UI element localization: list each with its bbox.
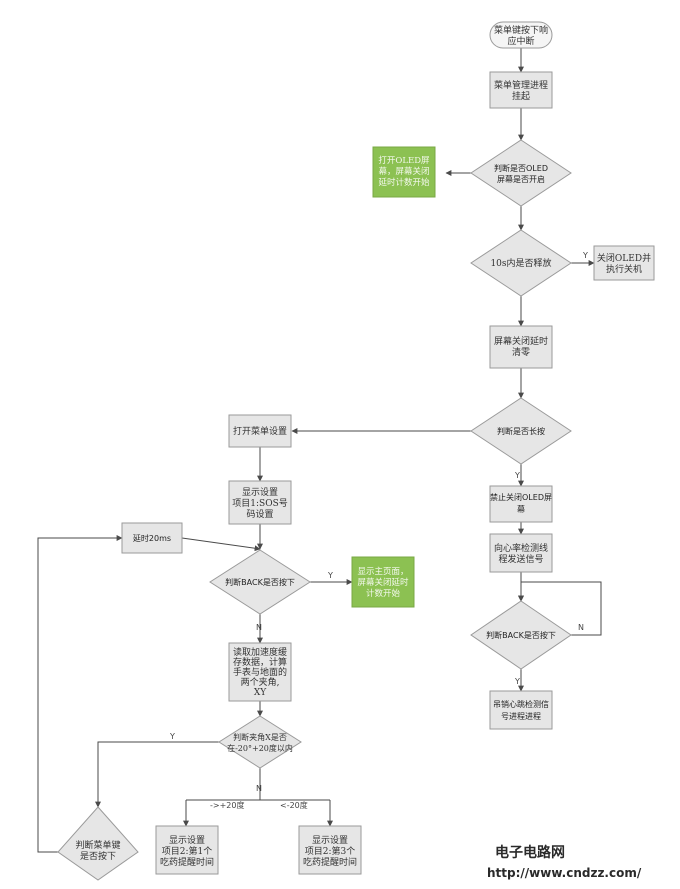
svg-text:显示设置项目1:SOS号码设置: 显示设置项目1:SOS号码设置 <box>232 487 287 520</box>
node-open-menu-settings: 打开菜单设置 <box>228 414 292 448</box>
decision-check-menu-key: 判断菜单键是否按下 <box>57 806 139 881</box>
svg-text:显示主页面，屏幕关闭延时计数开始: 显示主页面，屏幕关闭延时计数开始 <box>357 566 409 599</box>
label-yes-long: Y <box>514 471 520 480</box>
decision-check-back-left: 判断BACK是否按下 <box>209 549 311 615</box>
svg-text:菜单管理进程挂起: 菜单管理进程挂起 <box>494 79 548 102</box>
svg-text:打开菜单设置: 打开菜单设置 <box>233 425 287 437</box>
label-lt-minus20: <-20度 <box>280 800 308 810</box>
node-read-accel: 读取加速度缓存数据，计算手表与地面的两个夹角,XY <box>228 642 292 702</box>
svg-text:延时20ms: 延时20ms <box>133 533 171 543</box>
watermark-site-name: 电子电路网 <box>495 844 565 861</box>
svg-text:菜单键按下响应中断: 菜单键按下响应中断 <box>494 24 548 47</box>
node-delay-20ms: 延时20ms <box>121 522 183 554</box>
svg-text:禁止关闭OLED屏幕: 禁止关闭OLED屏幕 <box>490 492 552 514</box>
decision-check-back-right: 判断BACK是否按下 <box>470 600 572 670</box>
label-yes-back-right: Y <box>514 677 520 686</box>
svg-text:判断菜单键是否按下: 判断菜单键是否按下 <box>75 839 120 862</box>
node-menu-interrupt: 菜单键按下响应中断 <box>489 21 553 49</box>
watermark: 电子电路网 http://www.cndzz.com/ <box>487 844 642 880</box>
node-show-sos: 显示设置项目1:SOS号码设置 <box>228 480 292 525</box>
node-show-item2: 显示设置项目2:第1个吃药提醒时间 <box>155 825 219 875</box>
node-wake-heart: 吊销心跳检测信号进程进程 <box>489 690 553 730</box>
connectors <box>37 48 602 853</box>
node-open-oled: 打开OLED屏幕，屏幕关闭延时计数开始 <box>372 146 436 198</box>
watermark-url: http://www.cndzz.com/ <box>487 866 642 880</box>
svg-text:判断BACK是否按下: 判断BACK是否按下 <box>486 630 556 640</box>
node-show-main-page: 显示主页面，屏幕关闭延时计数开始 <box>351 556 415 608</box>
node-disable-close-oled: 禁止关闭OLED屏幕 <box>489 485 553 523</box>
svg-text:判断是否长按: 判断是否长按 <box>497 426 545 436</box>
svg-text:屏幕关闭延时清零: 屏幕关闭延时清零 <box>494 335 548 358</box>
label-no-back-left: N <box>256 623 262 632</box>
node-send-signal: 向心率检测线程发送信号 <box>489 533 553 573</box>
label-no-angle: N <box>256 784 262 793</box>
svg-text:吊销心跳检测信号进程进程: 吊销心跳检测信号进程进程 <box>493 699 549 721</box>
label-yes-release: Y <box>582 251 588 260</box>
label-gt-plus20: ->+20度 <box>210 800 244 810</box>
svg-text:打开OLED屏幕，屏幕关闭延时计数开始: 打开OLED屏幕，屏幕关闭延时计数开始 <box>378 155 430 188</box>
svg-text:读取加速度缓存数据，计算手表与地面的两个夹角,XY: 读取加速度缓存数据，计算手表与地面的两个夹角,XY <box>233 646 287 698</box>
decision-check-angle: 判断夹角X是否在-20°+20度以内 <box>218 715 302 769</box>
label-yes-angle: Y <box>169 732 175 741</box>
svg-text:显示设置项目2:第3个吃药提醒时间: 显示设置项目2:第3个吃药提醒时间 <box>303 835 357 868</box>
label-no-back-right: N <box>578 623 584 632</box>
node-clear-delay: 屏幕关闭延时清零 <box>489 325 553 369</box>
svg-text:10s内是否释放: 10s内是否释放 <box>490 257 551 269</box>
node-close-oled-shutdown: 关闭OLED并执行关机 <box>593 245 655 281</box>
svg-text:判断夹角X是否在-20°+20度以内: 判断夹角X是否在-20°+20度以内 <box>227 732 293 753</box>
decision-check-long-press: 判断是否长按 <box>470 397 572 465</box>
node-suspend-menu: 菜单管理进程挂起 <box>489 71 553 109</box>
svg-text:显示设置项目2:第1个吃药提醒时间: 显示设置项目2:第1个吃药提醒时间 <box>160 835 214 868</box>
svg-text:判断BACK是否按下: 判断BACK是否按下 <box>225 577 295 587</box>
decision-release-10s: 10s内是否释放 <box>470 229 572 297</box>
label-yes-back-left: Y <box>327 571 333 580</box>
node-show-item3: 显示设置项目2:第3个吃药提醒时间 <box>298 825 362 875</box>
svg-text:关闭OLED并执行关机: 关闭OLED并执行关机 <box>597 252 651 275</box>
svg-text:向心率检测线程发送信号: 向心率检测线程发送信号 <box>494 542 548 565</box>
